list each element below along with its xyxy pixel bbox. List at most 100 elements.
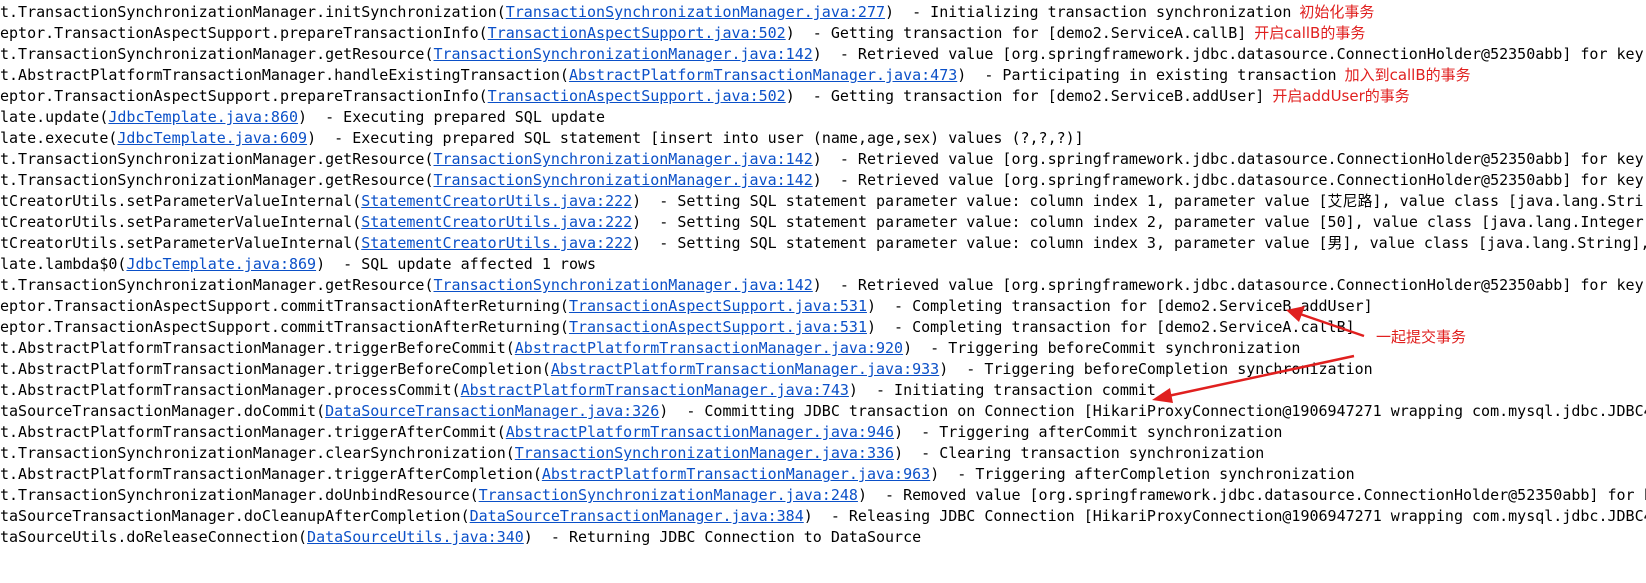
log-lines: t.TransactionSynchronizationManager.init… [0,2,1646,548]
log-method: t.AbstractPlatformTransactionManager.pro… [0,381,452,399]
close-paren: ) [632,192,642,210]
source-link[interactable]: TransactionSynchronizationManager.java:1… [433,276,813,294]
log-line: eptor.TransactionAspectSupport.commitTra… [0,296,1646,317]
log-line: tCreatorUtils.setParameterValueInternal(… [0,191,1646,212]
source-link[interactable]: AbstractPlatformTransactionManager.java:… [505,423,895,441]
log-line: taSourceTransactionManager.doCommit(Data… [0,401,1646,422]
log-method: t.TransactionSynchronizationManager.getR… [0,45,425,63]
source-link[interactable]: TransactionAspectSupport.java:502 [487,87,786,105]
log-method: eptor.TransactionAspectSupport.commitTra… [0,297,560,315]
open-paren: ( [559,318,569,336]
log-message: - Initializing transaction synchronizati… [894,3,1292,21]
open-paren: ( [559,66,569,84]
close-paren: ) [523,528,533,546]
open-paren: ( [559,297,569,315]
log-method: t.AbstractPlatformTransactionManager.han… [0,66,560,84]
log-method: taSourceUtils.doReleaseConnection [0,528,299,546]
source-link[interactable]: TransactionAspectSupport.java:531 [568,318,867,336]
log-method: tCreatorUtils.setParameterValueInternal [0,234,353,252]
source-link[interactable]: TransactionAspectSupport.java:531 [568,297,867,315]
open-paren: ( [451,381,461,399]
close-paren: ) [785,24,795,42]
log-message: - Setting SQL statement parameter value:… [641,192,1644,210]
source-link[interactable]: TransactionAspectSupport.java:502 [487,24,786,42]
log-message: - Returning JDBC Connection to DataSourc… [532,528,922,546]
log-message: - Retrieved value [org.springframework.j… [821,45,1644,63]
log-message: - Setting SQL statement parameter value:… [641,213,1646,231]
open-paren: ( [541,360,551,378]
log-line: tCreatorUtils.setParameterValueInternal(… [0,212,1646,233]
log-message: - Retrieved value [org.springframework.j… [821,150,1644,168]
close-paren: ) [857,486,867,504]
log-line: t.AbstractPlatformTransactionManager.han… [0,65,1646,86]
source-link[interactable]: DataSourceTransactionManager.java:326 [325,402,660,420]
log-line: t.TransactionSynchronizationManager.clea… [0,443,1646,464]
source-link[interactable]: TransactionSynchronizationManager.java:3… [514,444,895,462]
annotation-note: 开启addUser的事务 [1272,87,1410,105]
annotation-note: 开启callB的事务 [1254,24,1366,42]
log-message: - Triggering beforeCommit synchronizatio… [912,339,1301,357]
source-link[interactable]: StatementCreatorUtils.java:222 [361,192,633,210]
log-message: - Completing transaction for [demo2.Serv… [876,297,1373,315]
log-message: - Triggering afterCommit synchronization [903,423,1283,441]
log-line: eptor.TransactionAspectSupport.prepareTr… [0,86,1646,107]
log-method: t.TransactionSynchronizationManager.doUn… [0,486,470,504]
log-line: late.update(JdbcTemplate.java:860) - Exe… [0,107,1646,128]
log-line: taSourceUtils.doReleaseConnection(DataSo… [0,527,1646,548]
log-message: - Triggering afterCompletion synchroniza… [939,465,1355,483]
log-method: eptor.TransactionAspectSupport.prepareTr… [0,24,479,42]
log-method: taSourceTransactionManager.doCommit [0,402,317,420]
source-link[interactable]: AbstractPlatformTransactionManager.java:… [514,339,904,357]
source-link[interactable]: AbstractPlatformTransactionManager.java:… [550,360,940,378]
source-link[interactable]: JdbcTemplate.java:860 [108,108,299,126]
log-method: late.execute [0,129,109,147]
log-message: - Executing prepared SQL statement [inse… [316,129,1084,147]
close-paren: ) [803,507,813,525]
source-link[interactable]: AbstractPlatformTransactionManager.java:… [460,381,849,399]
close-paren: ) [298,108,308,126]
log-line: t.AbstractPlatformTransactionManager.pro… [0,380,1646,401]
close-paren: ) [632,213,642,231]
log-message: - Retrieved value [org.springframework.j… [821,276,1644,294]
open-paren: ( [424,150,434,168]
close-paren: ) [930,465,940,483]
close-paren: ) [866,318,876,336]
close-paren: ) [894,423,904,441]
log-method: t.TransactionSynchronizationManager.getR… [0,171,425,189]
source-link[interactable]: AbstractPlatformTransactionManager.java:… [568,66,958,84]
log-method: t.AbstractPlatformTransactionManager.tri… [0,360,542,378]
log-message: - Retrieved value [org.springframework.j… [821,171,1644,189]
open-paren: ( [460,507,470,525]
log-line: eptor.TransactionAspectSupport.prepareTr… [0,23,1646,44]
source-link[interactable]: TransactionSynchronizationManager.java:2… [505,3,886,21]
log-method: t.TransactionSynchronizationManager.init… [0,3,497,21]
log-line: late.execute(JdbcTemplate.java:609) - Ex… [0,128,1646,149]
log-method: taSourceTransactionManager.doCleanupAfte… [0,507,461,525]
log-message: - Participating in existing transaction [966,66,1337,84]
log-line: t.TransactionSynchronizationManager.getR… [0,149,1646,170]
log-line: t.TransactionSynchronizationManager.getR… [0,170,1646,191]
source-link[interactable]: TransactionSynchronizationManager.java:1… [433,171,813,189]
source-link[interactable]: JdbcTemplate.java:609 [117,129,308,147]
source-link[interactable]: DataSourceTransactionManager.java:384 [469,507,804,525]
close-paren: ) [894,444,904,462]
log-method: t.AbstractPlatformTransactionManager.tri… [0,423,497,441]
source-link[interactable]: JdbcTemplate.java:869 [126,255,317,273]
source-link[interactable]: TransactionSynchronizationManager.java:1… [433,45,813,63]
log-method: t.TransactionSynchronizationManager.getR… [0,150,425,168]
log-message: - Getting transaction for [demo2.Service… [794,24,1247,42]
annotation-note: 加入到callB的事务 [1344,66,1471,84]
source-link[interactable]: AbstractPlatformTransactionManager.java:… [541,465,931,483]
source-link[interactable]: DataSourceUtils.java:340 [307,528,524,546]
close-paren: ) [812,276,822,294]
source-link[interactable]: TransactionSynchronizationManager.java:2… [478,486,858,504]
log-method: late.lambda$0 [0,255,118,273]
log-method: tCreatorUtils.setParameterValueInternal [0,192,353,210]
source-link[interactable]: StatementCreatorUtils.java:222 [361,213,633,231]
source-link[interactable]: StatementCreatorUtils.java:222 [361,234,633,252]
open-paren: ( [424,276,434,294]
source-link[interactable]: TransactionSynchronizationManager.java:1… [433,150,813,168]
log-line: t.TransactionSynchronizationManager.doUn… [0,485,1646,506]
log-method: t.TransactionSynchronizationManager.clea… [0,444,506,462]
open-paren: ( [496,3,506,21]
